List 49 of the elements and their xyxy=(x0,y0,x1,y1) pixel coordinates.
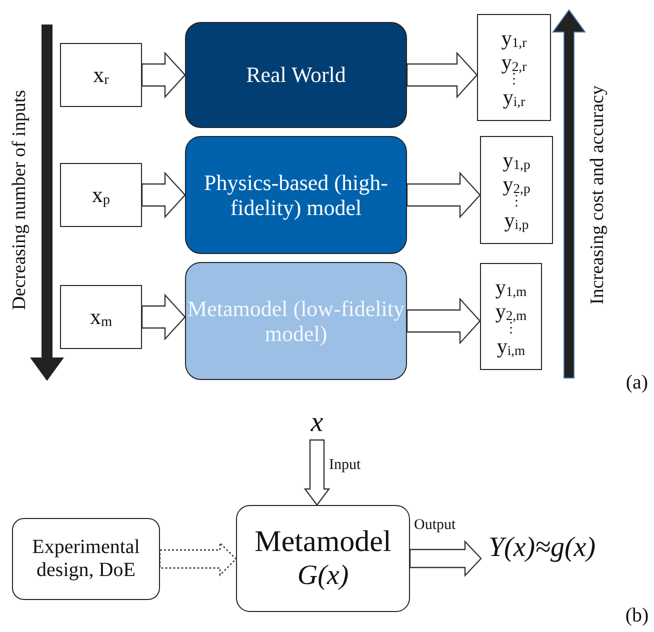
variable-label: x$_{r}$ xyxy=(93,62,109,88)
math-expression: x xyxy=(300,406,334,440)
model-label: Real World xyxy=(246,62,346,88)
variable-label: y$_{2,p}$ xyxy=(502,172,530,196)
variable-label: y$_{1,r}$ xyxy=(501,26,527,50)
hollow-arrow xyxy=(141,51,186,99)
variable-label: y$_{i,r}$ xyxy=(502,85,526,110)
hollow-arrow xyxy=(406,171,481,219)
process-box xyxy=(236,505,410,612)
input-box xyxy=(60,43,142,107)
variable-label: y$_{1,p}$ xyxy=(502,148,530,172)
hollow-arrow xyxy=(141,293,186,341)
panel-label: (b) xyxy=(625,604,649,628)
model-box xyxy=(185,22,407,128)
variable-label: x$_{m}$ xyxy=(90,304,112,330)
model-box xyxy=(185,136,407,254)
math-expression: Y(x)≈g(x) xyxy=(481,528,603,568)
output-box xyxy=(480,136,553,244)
variable-label: x$_{p}$ xyxy=(92,182,110,208)
variable-label: y$_{2,m}$ xyxy=(495,298,527,323)
hollow-arrow xyxy=(406,297,481,345)
input-box xyxy=(60,285,142,349)
hollow-arrow xyxy=(159,542,237,576)
variable-label: y$_{2,r}$ xyxy=(501,50,527,74)
axis-caption: Decreasing number of inputs xyxy=(9,90,31,310)
hollow-arrow xyxy=(406,51,478,99)
hollow-arrow xyxy=(304,439,330,506)
box-label: G(x) xyxy=(297,560,349,592)
edge-label: Output xyxy=(412,516,458,534)
box-label: Metamodel xyxy=(254,525,392,560)
model-label: Metamodel (low-fidelity model) xyxy=(186,296,406,346)
variable-label: y$_{1,m}$ xyxy=(495,274,527,299)
output-box xyxy=(477,14,551,121)
model-box xyxy=(185,262,407,380)
variable-label: y$_{i,p}$ xyxy=(504,208,529,232)
box-label: Experimental design, DoE xyxy=(31,536,141,582)
model-label: Physics-based (high-fidelity) model xyxy=(203,170,389,220)
axis-caption: Increasing cost and accuracy xyxy=(587,86,609,304)
process-box xyxy=(12,518,160,600)
variable-label: ⋮ xyxy=(510,196,524,208)
edge-label: Input xyxy=(327,456,363,474)
variable-label: y$_{i,m}$ xyxy=(496,334,526,358)
hollow-arrow xyxy=(409,540,482,578)
variable-label: ⋮ xyxy=(504,322,518,334)
hollow-arrow xyxy=(141,171,186,219)
panel-label: (a) xyxy=(626,372,648,394)
output-box xyxy=(480,263,542,370)
variable-label: ⋮ xyxy=(507,74,521,86)
input-box xyxy=(60,163,142,227)
